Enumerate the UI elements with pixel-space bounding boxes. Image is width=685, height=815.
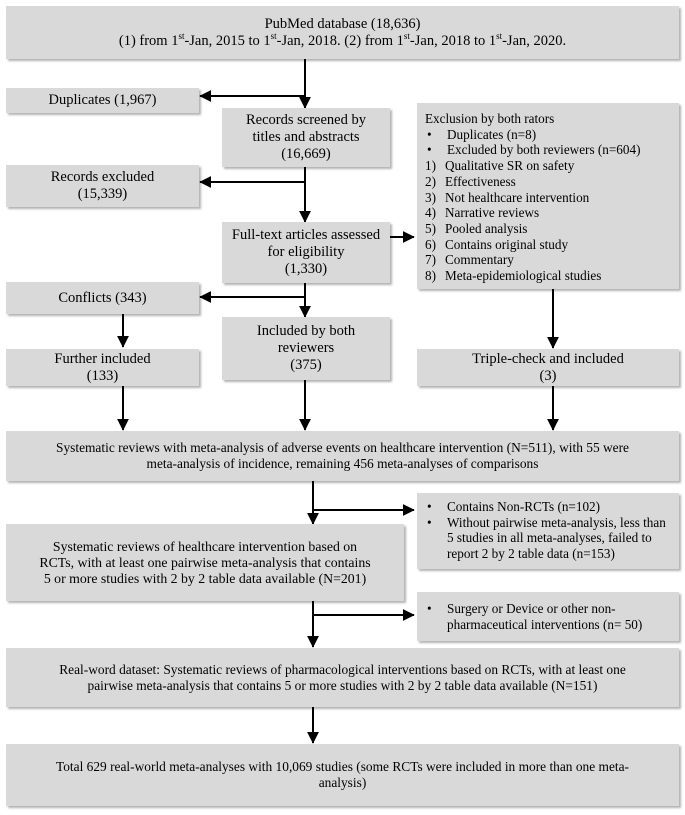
list-item: 2) Effectiveness: [425, 174, 673, 190]
records-screened-line-1: Records screened by: [246, 112, 366, 128]
bullet-text: Narrative reviews: [445, 205, 540, 221]
surgery-bullet-list: • Surgery or Device or other non-pharmace…: [425, 601, 673, 632]
pubmed-l2-e: -Jan, 2020.: [502, 32, 567, 49]
list-item: 1) Qualitative SR on safety: [425, 158, 673, 174]
nonrct-bullet-list: • Contains Non-RCTs (n=102) • Without pair…: [425, 499, 673, 562]
pubmed-l2-c: -Jan, 2018. (2) from 1: [276, 32, 404, 49]
bullet-marker: 1): [425, 158, 436, 174]
box-records-excluded: Records excluded (15,339): [6, 165, 199, 207]
box-exclusion-nonrcts: • Contains Non-RCTs (n=102) • Without pair…: [417, 493, 679, 569]
bullet-marker: 7): [425, 252, 436, 268]
box-exclusion-surgery-device: • Surgery or Device or other non-pharmace…: [417, 592, 679, 641]
real-word-line-2: pairwise meta-analysis that contains 5 o…: [87, 677, 598, 693]
bullet-text: Not healthcare intervention: [445, 189, 590, 205]
triple-check-line-2: (3): [539, 367, 557, 384]
sr-rct-line-2: RCTs, with at least one pairwise meta-an…: [39, 554, 371, 570]
list-item: 7) Commentary: [425, 252, 673, 268]
box-exclusion-by-both-raters: Exclusion by both rators • Duplicates (n=…: [417, 103, 679, 289]
bullet-marker: •: [427, 600, 432, 616]
sr-adverse-line-1: Systematic reviews with meta-analysis of…: [56, 440, 629, 455]
list-item: • Surgery or Device or other non-pharmace…: [425, 601, 673, 632]
list-item: 8) Meta-epidemiological studies: [425, 268, 673, 284]
further-included-line-1: Further included: [54, 350, 151, 367]
triple-check-line-1: Triple-check and included: [472, 350, 624, 367]
pubmed-sup-3: st: [403, 30, 410, 41]
conflicts-line-1: Conflicts (343): [58, 289, 147, 306]
pubmed-line-2: (1) from 1st-Jan, 2015 to 1st-Jan, 2018.…: [6, 30, 679, 50]
bullet-text: Without pairwise meta-analysis, less tha…: [447, 514, 666, 562]
bullet-marker: 5): [425, 220, 436, 236]
bullet-text: Surgery or Device or other non-pharmaceu…: [447, 600, 643, 632]
list-item: • Without pairwise meta-analysis, less th…: [425, 515, 673, 562]
fulltext-line-2: for eligibility: [267, 244, 345, 260]
bullet-text: Pooled analysis: [445, 220, 528, 236]
included-both-line-2: reviewers: [277, 340, 335, 356]
bullet-text: Meta-epidemiological studies: [445, 268, 602, 284]
pubmed-sup-4: st: [496, 30, 503, 41]
box-further-included: Further included (133): [6, 349, 199, 386]
pubmed-l2-d: -Jan, 2018 to 1: [409, 32, 497, 49]
bullet-marker: 3): [425, 189, 436, 205]
total-line-1: Total 629 real-world meta-analyses with …: [55, 759, 630, 774]
box-triple-check-included: Triple-check and included (3): [417, 349, 679, 386]
list-item: 4) Narrative reviews: [425, 205, 673, 221]
pubmed-sup-1: st: [178, 30, 185, 41]
records-excluded-line-2: (15,339): [77, 186, 128, 202]
list-item: • Excluded by both reviewers (n=604): [425, 142, 673, 158]
bullet-marker: •: [427, 126, 432, 142]
list-item: • Duplicates (n=8): [425, 127, 673, 143]
box-records-screened: Records screened by titles and abstracts…: [222, 108, 390, 167]
pubmed-sup-2: st: [270, 30, 277, 41]
box-fulltext-assessed: Full-text articles assessed for eligibil…: [222, 222, 390, 283]
bullet-marker: 4): [425, 205, 436, 221]
bullet-text: Commentary: [445, 252, 514, 268]
real-word-line-1: Real-word dataset: Systematic reviews of…: [59, 661, 626, 677]
box-real-word-dataset: Real-word dataset: Systematic reviews of…: [6, 648, 679, 707]
bullet-text: Contains Non-RCTs (n=102): [447, 499, 601, 514]
box-sr-rct-based: Systematic reviews of healthcare interve…: [6, 524, 404, 601]
pubmed-l2-b: -Jan, 2015 to 1: [184, 32, 271, 49]
sr-adverse-line-2: meta-analysis of incidence, remaining 45…: [146, 456, 539, 471]
included-both-line-3: (375): [290, 357, 322, 373]
bullet-marker: 8): [425, 268, 436, 284]
fulltext-line-3: (1,330): [284, 261, 328, 277]
box-included-by-both-reviewers: Included by both reviewers (375): [222, 317, 390, 380]
list-item: 3) Not healthcare intervention: [425, 190, 673, 206]
pubmed-l2-a: (1) from 1: [118, 32, 179, 49]
sr-rct-line-1: Systematic reviews of healthcare interve…: [52, 538, 358, 554]
bullet-marker: •: [427, 514, 432, 530]
bullet-marker: •: [427, 142, 432, 158]
pubmed-line-1: PubMed database (18,636): [264, 15, 421, 32]
bullet-text: Excluded by both reviewers (n=604): [447, 142, 641, 158]
duplicates-line-1: Duplicates (1,967): [48, 92, 157, 108]
list-item: 6) Contains original study: [425, 237, 673, 253]
records-screened-line-3: (16,669): [281, 146, 331, 162]
fulltext-line-1: Full-text articles assessed: [231, 227, 381, 243]
bullet-marker: •: [427, 499, 432, 514]
exclusion-header: Exclusion by both rators: [425, 111, 555, 126]
further-included-line-2: (133): [86, 367, 119, 384]
box-pubmed-database: PubMed database (18,636) (1) from 1st-Ja…: [6, 6, 679, 59]
bullet-text: Effectiveness: [445, 173, 516, 189]
bullet-marker: 2): [425, 173, 436, 189]
records-excluded-line-1: Records excluded: [50, 169, 155, 185]
included-both-line-1: Included by both: [256, 323, 356, 339]
box-total-meta-analyses: Total 629 real-world meta-analyses with …: [6, 744, 679, 806]
box-duplicates: Duplicates (1,967): [6, 88, 199, 113]
bullet-marker: 6): [425, 236, 436, 252]
list-item: • Contains Non-RCTs (n=102): [425, 499, 673, 515]
exclusion-bullet-list: • Duplicates (n=8) • Excluded by both revi…: [425, 127, 673, 284]
records-screened-line-2: titles and abstracts: [252, 129, 360, 145]
sr-rct-line-3: 5 or more studies with 2 by 2 table data…: [43, 570, 367, 586]
box-sr-adverse-events: Systematic reviews with meta-analysis of…: [6, 431, 679, 481]
bullet-text: Duplicates (n=8): [447, 126, 537, 142]
bullet-text: Contains original study: [445, 236, 569, 252]
total-line-2: analysis): [318, 775, 367, 790]
bullet-text: Qualitative SR on safety: [445, 158, 575, 174]
list-item: 5) Pooled analysis: [425, 221, 673, 237]
box-conflicts: Conflicts (343): [6, 282, 199, 314]
